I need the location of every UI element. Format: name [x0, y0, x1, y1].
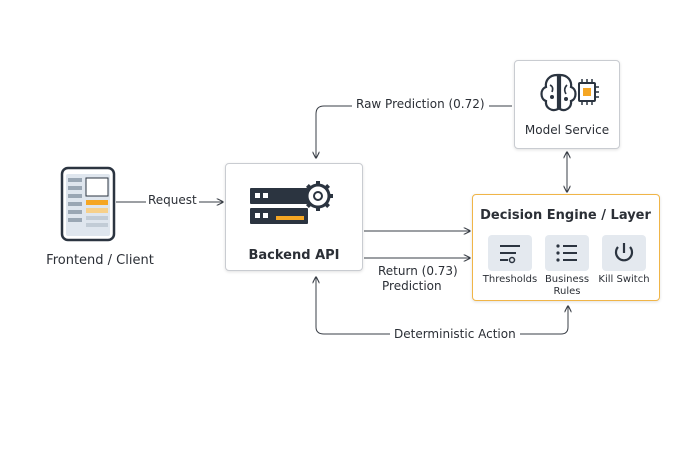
edge-label-return-prediction: Return (0.73) Prediction	[378, 264, 458, 294]
edge-label-return-line2: Prediction	[382, 279, 442, 293]
model-service-node: Model Service	[514, 60, 620, 149]
thresholds-label: Thresholds	[482, 274, 538, 285]
client-label: Frontend / Client	[46, 253, 154, 268]
brain-chip-icon	[540, 73, 599, 112]
mobile-app-icon	[60, 166, 116, 242]
server-gear-icon	[250, 181, 333, 224]
edge-label-return-line1: Return (0.73)	[378, 264, 458, 278]
edge-label-deterministic-action: Deterministic Action	[390, 327, 520, 341]
business-rules-label: Business Rules	[544, 274, 590, 297]
edge-label-raw-prediction: Raw Prediction (0.72)	[352, 97, 489, 111]
power-icon	[614, 243, 634, 262]
client-node: Frontend / Client	[40, 160, 160, 280]
edge-raw-prediction	[316, 105, 512, 158]
business-rules-tile	[545, 235, 589, 271]
thresholds-tile	[488, 235, 532, 271]
decision-engine-node: Decision Engine / Layer Thresholds Busin…	[472, 194, 660, 301]
backend-api-label: Backend API	[248, 248, 340, 263]
kill-switch-tile	[602, 235, 646, 271]
kill-switch-label: Kill Switch	[598, 274, 650, 285]
decision-engine-title: Decision Engine / Layer	[480, 208, 651, 223]
edge-label-request: Request	[146, 193, 199, 207]
list-icon	[556, 244, 577, 262]
model-service-label: Model Service	[524, 123, 610, 137]
backend-api-node: Backend API	[225, 163, 363, 271]
sliders-icon	[500, 245, 520, 264]
